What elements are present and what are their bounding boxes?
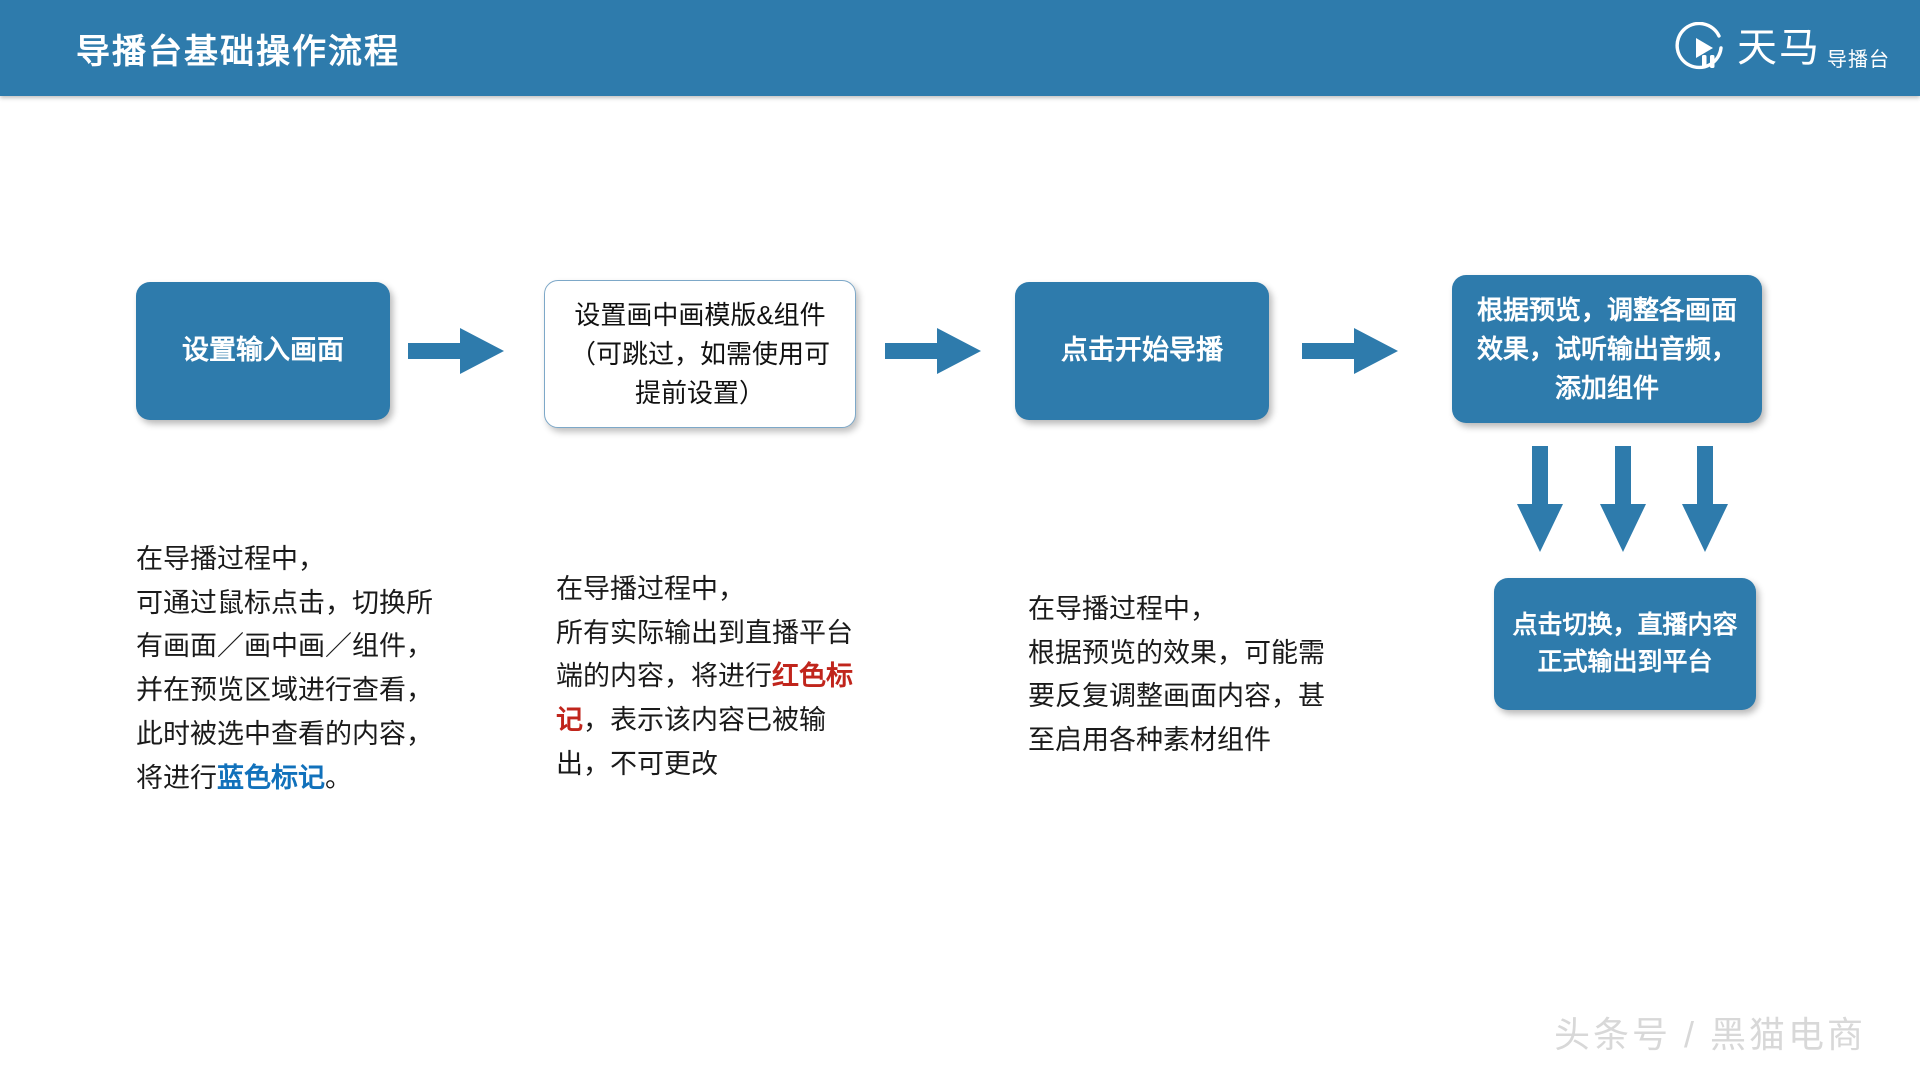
- flow-box-label: 点击切换，直播内容正式输出到平台: [1512, 610, 1738, 677]
- arrow-down-icon: [1513, 446, 1567, 552]
- flow-box-set-pip-template[interactable]: 设置画中画模版&组件（可跳过，如需使用可提前设置）: [544, 280, 856, 428]
- play-circle-icon: [1675, 21, 1727, 74]
- note-highlight: 红色标 记: [556, 661, 853, 736]
- flow-box-label: 设置画中画模版&组件（可跳过，如需使用可提前设置）: [569, 299, 830, 408]
- brand-subtitle: 导播台: [1827, 49, 1890, 71]
- note-body: 在导播过程中， 可通过鼠标点击，切换所 有画面／画中画／组件， 并在预览区域进行…: [136, 544, 433, 793]
- note-paragraph-preview-selection: 在导播过程中， 可通过鼠标点击，切换所 有画面／画中画／组件， 并在预览区域进行…: [136, 538, 496, 800]
- arrow-right-icon: [408, 324, 504, 378]
- arrow-down-icon: [1678, 446, 1732, 552]
- flow-box-switch-output[interactable]: 点击切换，直播内容正式输出到平台: [1494, 578, 1756, 710]
- brand-logo: 天马 导播台: [1675, 18, 1890, 78]
- note-tail: 。: [325, 762, 352, 793]
- note-paragraph-live-output: 在导播过程中， 所有实际输出到直播平台 端的内容，将进行红色标 记，表示该内容已…: [556, 568, 912, 787]
- page-header: 导播台基础操作流程 天马 导播台: [0, 0, 1920, 96]
- note-tail: ，表示该内容已被输 出，不可更改: [556, 705, 826, 779]
- arrow-right-icon: [885, 324, 981, 378]
- flow-box-set-input[interactable]: 设置输入画面: [136, 282, 390, 420]
- arrow-right-icon: [1302, 324, 1398, 378]
- page-title: 导播台基础操作流程: [76, 33, 400, 71]
- note-paragraph-repeat-adjust: 在导播过程中， 根据预览的效果，可能需 要反复调整画面内容，甚 至启用各种素材组…: [1028, 588, 1388, 763]
- note-highlight: 蓝色标记: [217, 762, 325, 793]
- flow-box-label: 设置输入画面: [182, 335, 344, 366]
- flow-box-adjust-preview[interactable]: 根据预览，调整各画面效果，试听输出音频，添加组件: [1452, 275, 1762, 423]
- flow-box-label: 点击开始导播: [1061, 335, 1223, 366]
- note-body: 在导播过程中， 所有实际输出到直播平台 端的内容，将进行: [556, 574, 853, 692]
- brand-name: 天马: [1737, 26, 1821, 70]
- flow-box-label: 根据预览，调整各画面效果，试听输出音频，添加组件: [1476, 294, 1737, 403]
- note-body: 在导播过程中， 根据预览的效果，可能需 要反复调整画面内容，甚 至启用各种素材组…: [1028, 594, 1325, 756]
- flow-box-start-broadcast[interactable]: 点击开始导播: [1015, 282, 1269, 420]
- arrow-down-icon: [1596, 446, 1650, 552]
- footer-credit: 头条号 / 黑猫电商: [1553, 1014, 1866, 1055]
